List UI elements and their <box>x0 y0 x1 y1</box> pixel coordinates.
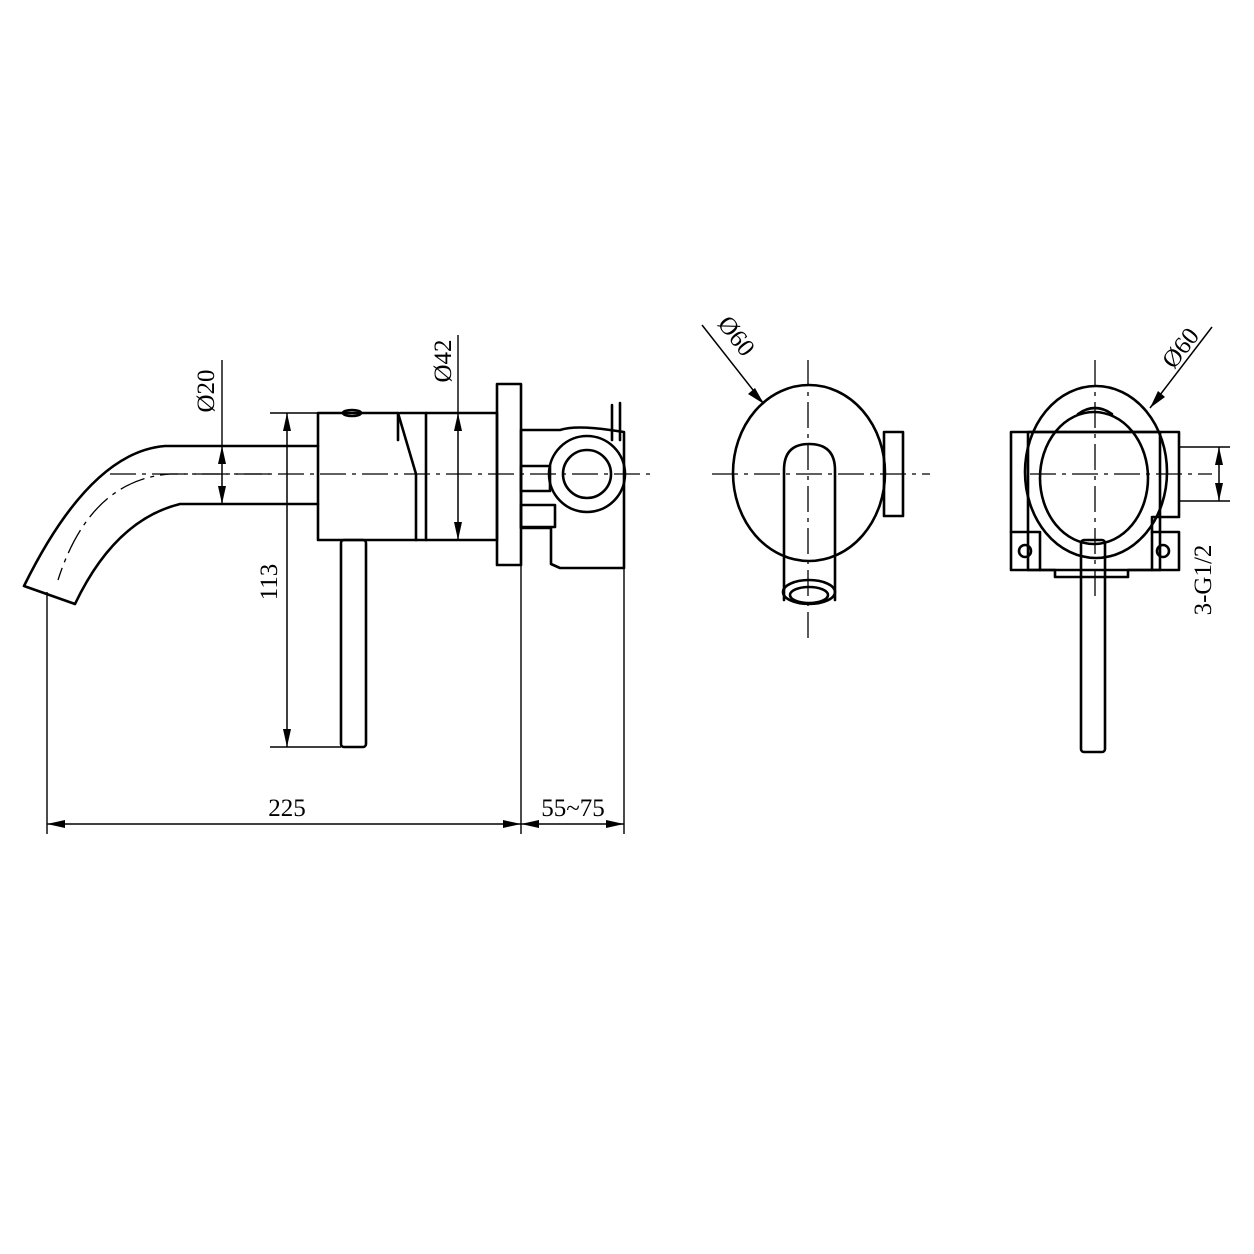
rear-dia-arrow <box>1150 391 1165 408</box>
rear-mount-right <box>1150 530 1181 572</box>
dim-depth-arrow-right <box>606 820 624 828</box>
rear-plate-outer <box>1023 384 1169 560</box>
dim-spout-dia-arrow-bottom <box>218 486 226 504</box>
front-plate <box>731 383 887 563</box>
cylinder-body <box>398 411 499 542</box>
dim-body-dia-label: Ø42 <box>430 339 457 382</box>
dim-113-label: 113 <box>256 564 283 601</box>
rear-thread-label: 3-G1/2 <box>1190 545 1217 616</box>
handle-body <box>316 411 418 542</box>
valve-nut <box>519 464 552 493</box>
valve-port-inner <box>561 448 613 500</box>
dim-spout-dia-label: Ø20 <box>193 369 220 412</box>
handle-top-dot <box>341 408 363 418</box>
rear-mount-left <box>1009 530 1042 572</box>
spout-center-arc <box>57 473 270 581</box>
rough-in-valve <box>519 426 626 570</box>
rear-view: Ø60 3-G1/2 <box>1009 323 1230 754</box>
rear-mount-hole-left <box>1017 543 1033 559</box>
dim-113-arrow-top <box>283 413 291 431</box>
dim-225-label: 225 <box>268 795 306 822</box>
front-dia-label: Ø60 <box>712 311 760 362</box>
rear-lever <box>1079 538 1107 754</box>
side-lever <box>339 538 368 749</box>
dim-225-arrow-right <box>503 820 521 828</box>
rear-dia-label: Ø60 <box>1157 323 1205 374</box>
front-dia-arrow <box>748 388 764 404</box>
rear-thread-arrow-top <box>1215 447 1223 465</box>
dim-body-dia-arrow-top <box>454 413 462 431</box>
rear-thread-arrow-bottom <box>1215 483 1223 501</box>
rear-handle-tip <box>1076 406 1114 416</box>
dim-113-arrow-bottom <box>283 729 291 747</box>
dim-spout-dia-arrow-top <box>218 446 226 464</box>
valve-nut-lower <box>519 503 557 529</box>
rear-plate-inner <box>1038 410 1150 546</box>
rear-body-inner <box>1026 430 1162 572</box>
rear-mount-hole-right <box>1155 543 1171 559</box>
dim-225-arrow-left <box>47 820 65 828</box>
front-spout-aerator <box>788 585 830 605</box>
front-view: Ø60 <box>701 311 930 640</box>
spout <box>22 444 320 606</box>
dim-body-dia-arrow-bottom <box>454 522 462 540</box>
front-spout <box>782 442 837 602</box>
dim-depth-arrow-left <box>521 820 539 828</box>
side-view: 225 55~75 113 Ø20 Ø42 <box>22 335 650 834</box>
dim-depth-label: 55~75 <box>541 795 605 822</box>
